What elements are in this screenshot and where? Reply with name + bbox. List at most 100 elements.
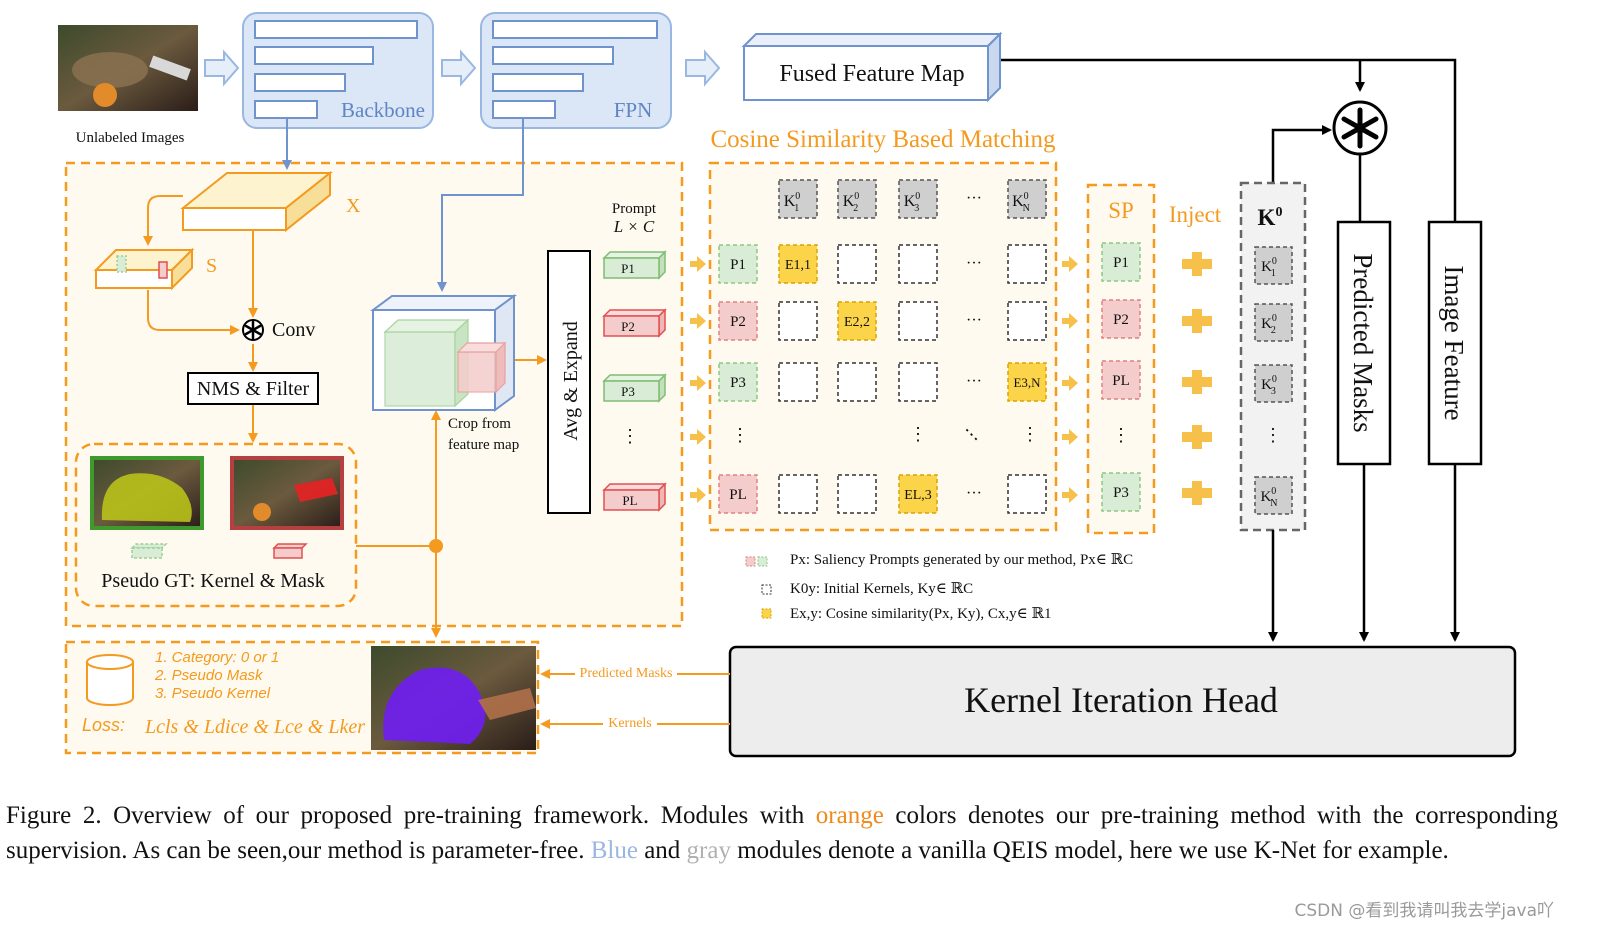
nms-filter-box <box>187 372 319 405</box>
crop-label-line1: Crop from <box>448 416 511 432</box>
pseudo-gt-connectors <box>356 410 441 638</box>
caption-gray-word: gray <box>686 837 731 864</box>
unlabeled-image <box>58 25 198 111</box>
legend: Px: Saliency Prompts generated by our me… <box>745 552 1133 622</box>
svg-text:⋮: ⋮ <box>1021 424 1039 444</box>
pseudo-mask-image-red <box>230 456 344 530</box>
nms-filter-label: NMS & Filter <box>197 378 310 400</box>
conv-operator-icon <box>242 319 264 341</box>
fpn-block: FPN <box>480 12 672 129</box>
s-label: S <box>206 255 217 277</box>
sp-item-label: P3 <box>1113 485 1129 501</box>
crop-label-line2: feature map <box>448 437 519 453</box>
grid-row-ellipsis: ⋮ <box>731 425 749 445</box>
backbone-label: Backbone <box>341 98 425 122</box>
caption-part2: colors denotes our pre-training method w… <box>6 802 1559 864</box>
sp-title: SP <box>1108 198 1134 223</box>
unlabeled-images-label: Unlabeled Images <box>76 130 185 146</box>
figure-caption: Figure 2. Overview of our proposed pre-t… <box>6 798 1558 868</box>
kernel-iteration-head-label: Kernel Iteration Head <box>964 680 1278 720</box>
sp-item-label: P2 <box>1113 312 1129 328</box>
prompt-label: P1 <box>621 261 635 276</box>
supervision-item: 2. Pseudo Mask <box>154 667 264 684</box>
grid-cell-e22: E2,2 <box>844 315 870 330</box>
prompt-label-line1: Prompt <box>612 201 657 217</box>
svg-text:···: ··· <box>966 373 982 390</box>
kernels-title: K0 <box>1258 205 1283 230</box>
supervision-items: 1. Category: 0 or 1 2. Pseudo Mask 3. Ps… <box>154 649 279 702</box>
predicted-masks-vertical-label: Predicted Masks <box>1348 253 1378 432</box>
top-right-connectors <box>1001 58 1457 222</box>
pseudo-gt-label: Pseudo GT: Kernel & Mask <box>101 570 324 592</box>
hollow-arrow-icon <box>204 49 721 87</box>
loss-terms: Lcls & Ldice & Lce & Lker <box>144 716 365 738</box>
grid-cell-e11: E1,1 <box>785 258 811 273</box>
convolution-operator-icon <box>1332 100 1388 156</box>
pseudo-kernel-green <box>130 543 168 559</box>
predicted-mask-image <box>371 646 536 750</box>
database-icon <box>86 654 134 706</box>
kernel-items <box>1254 246 1293 515</box>
grid-to-sp-arrows <box>1062 256 1078 503</box>
kernels-arrow-label: Kernels <box>608 716 652 731</box>
sp-item-ellipsis: ⋮ <box>1112 425 1130 445</box>
caption-orange-word: orange <box>815 802 884 829</box>
kernel-iteration-head-box <box>728 645 1517 758</box>
crop-feature-cube <box>369 294 518 412</box>
legend-line2: K0y: Initial Kernels, Ky∈ ℝC <box>790 581 973 597</box>
avg-expand-box <box>547 250 591 514</box>
grid-cell-el3: EL,3 <box>904 488 932 503</box>
junction-dot <box>429 539 443 553</box>
row-input-arrows <box>690 256 706 503</box>
pseudo-kernel-red <box>272 543 308 559</box>
down-arrows-to-head <box>1268 464 1460 642</box>
sp-item-label: PL <box>1112 373 1130 389</box>
caption-part4: modules denote a vanilla QEIS model, her… <box>730 837 1449 864</box>
svg-text:···: ··· <box>966 255 982 272</box>
prompt-label: PL <box>622 493 637 508</box>
kernel-item-ellipsis: ⋮ <box>1264 425 1282 445</box>
fpn-label: FPN <box>614 98 653 122</box>
caption-part3: and <box>637 837 687 864</box>
conv-label: Conv <box>272 319 315 341</box>
fused-feature-map-box: Fused Feature Map <box>741 31 1003 103</box>
backbone-block: Backbone <box>242 12 434 129</box>
fused-feature-map-label: Fused Feature Map <box>779 61 964 87</box>
grid-cell-e3n: E3,N <box>1013 375 1041 390</box>
inject-plus-icon <box>1182 252 1212 505</box>
legend-line1: Px: Saliency Prompts generated by our me… <box>790 552 1133 568</box>
predicted-masks-arrow-label: Predicted Masks <box>580 666 673 681</box>
similarity-grid <box>718 244 1047 514</box>
sp-item-label: P1 <box>1113 255 1129 271</box>
prompt-ellipsis: ⋮ <box>621 426 639 446</box>
svg-text:···: ··· <box>966 485 982 502</box>
svg-text:···: ··· <box>966 312 982 329</box>
sp-items <box>1101 242 1141 512</box>
grid-row-label: P1 <box>730 257 746 273</box>
inject-label: Inject <box>1169 202 1222 227</box>
prompt-label: P3 <box>621 384 635 399</box>
svg-text:⋮: ⋮ <box>909 424 927 444</box>
prompt-p2-box: P2 <box>602 308 667 338</box>
grid-row-label: P3 <box>730 375 746 391</box>
grid-row-label: PL <box>729 487 747 503</box>
left-orange-connectors <box>143 195 258 443</box>
sp-labels: P1 P2 PL ⋮ P3 <box>1112 255 1130 501</box>
initial-kernels-panel <box>1239 181 1307 532</box>
matching-panel <box>708 161 1058 532</box>
grid-row-label: P2 <box>730 314 746 330</box>
prompt-label-line2: L × C <box>613 217 655 236</box>
image-feature-vertical-label: Image Feature <box>1439 265 1469 420</box>
x-label: X <box>346 195 361 217</box>
prompt-p1-box: P1 <box>602 250 667 280</box>
prompt-p3-box: P3 <box>602 373 667 403</box>
caption-part1: Figure 2. Overview of our proposed pre-t… <box>6 802 816 829</box>
